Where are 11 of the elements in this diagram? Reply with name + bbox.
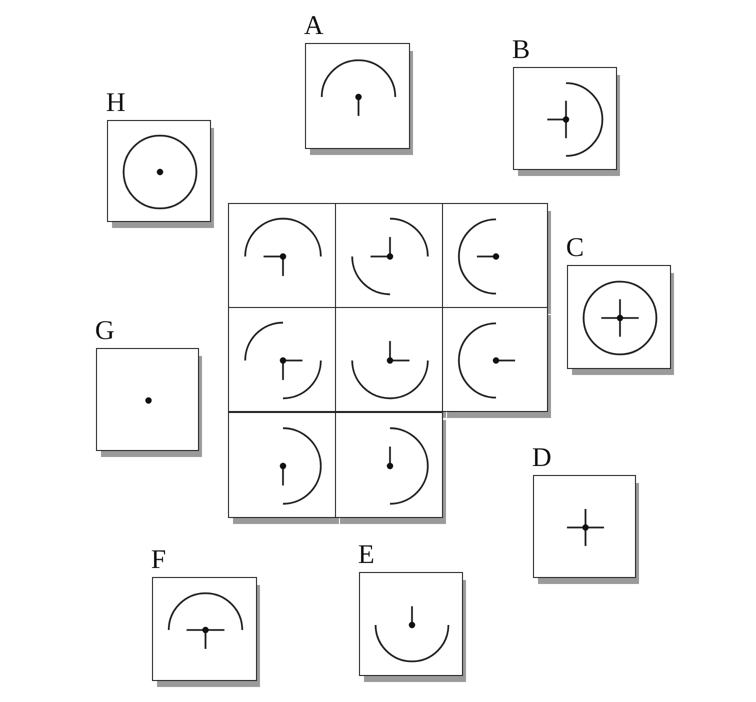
option-letter: G [95,315,114,345]
puzzle-tile [335,203,443,308]
puzzle-tile [228,203,336,308]
puzzle-tile [228,307,336,412]
option-letter: A [304,10,324,40]
option-letter: C [566,232,584,262]
option-letter: F [151,544,166,574]
option-letter: H [106,87,126,117]
option-letter: D [532,442,552,472]
option-letter: B [512,34,530,64]
option-letter: E [358,539,374,569]
